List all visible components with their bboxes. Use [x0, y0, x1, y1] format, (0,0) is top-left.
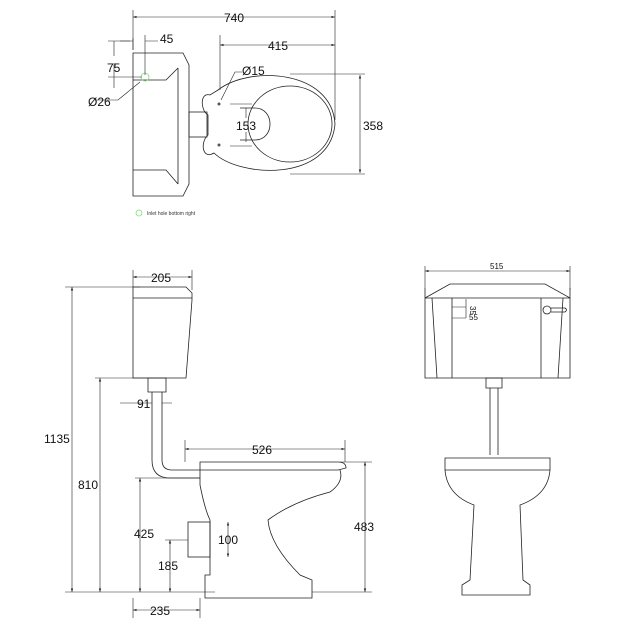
dim-26-label: Ø26: [88, 95, 111, 109]
flush-valve: [147, 377, 167, 393]
dim-185-label: 185: [158, 559, 178, 573]
dim-425-label: 425: [134, 527, 154, 541]
dim-740-label: 740: [224, 11, 244, 25]
dim-100-label: 100: [218, 533, 238, 547]
flush-lever: [542, 305, 552, 315]
dim-483-label: 483: [354, 520, 374, 534]
hinge-hole: [217, 102, 221, 106]
tank-front: [424, 283, 571, 379]
dim-75-label: 75: [107, 61, 121, 75]
tank-top-outline: [132, 52, 190, 197]
bowl-opening: [247, 85, 333, 163]
tank-side: [132, 286, 193, 379]
connector: [188, 111, 208, 138]
pan-front: [444, 457, 551, 596]
hinge-hole: [217, 143, 221, 147]
dim-55-label: 55: [469, 313, 478, 322]
dim-35-label: 35: [468, 306, 477, 315]
tank-front-detail: [431, 297, 564, 379]
seat-side: [199, 461, 347, 471]
side-view: 1135 810 205 91 526 425 185 100 483 235: [44, 270, 374, 618]
dim-235-label: 235: [150, 604, 170, 618]
dim-15-label: Ø15: [242, 64, 265, 78]
flush-lever-handle: [551, 307, 567, 313]
dim-810-label: 810: [78, 478, 98, 492]
dim-45-label: 45: [160, 32, 174, 46]
flush-pipe-front: [485, 377, 503, 455]
dim-91-label: 91: [137, 397, 151, 411]
dim-1135-label: 1135: [44, 432, 70, 446]
top-view: 740 45 75 Ø26 415 Ø15 153 358 Inlet hole…: [88, 10, 383, 217]
dim-358-label: 358: [363, 119, 383, 133]
dim-153-label: 153: [236, 119, 256, 133]
dim-415-label: 415: [268, 39, 288, 53]
legend-marker: [135, 209, 143, 217]
bowl-inner: [240, 107, 271, 141]
dim-515-label: 515: [490, 262, 504, 271]
seat-outline: [201, 75, 336, 171]
pan-side: [199, 469, 342, 599]
front-view: 515 35 55: [424, 262, 571, 596]
tank-top-detail: [133, 67, 179, 185]
outlet: [187, 521, 211, 558]
legend-note: Inlet hole bottom right: [147, 211, 196, 217]
dim-526-label: 526: [252, 443, 272, 457]
dim-205-label: 205: [151, 271, 171, 285]
flush-pipe: [151, 392, 200, 479]
